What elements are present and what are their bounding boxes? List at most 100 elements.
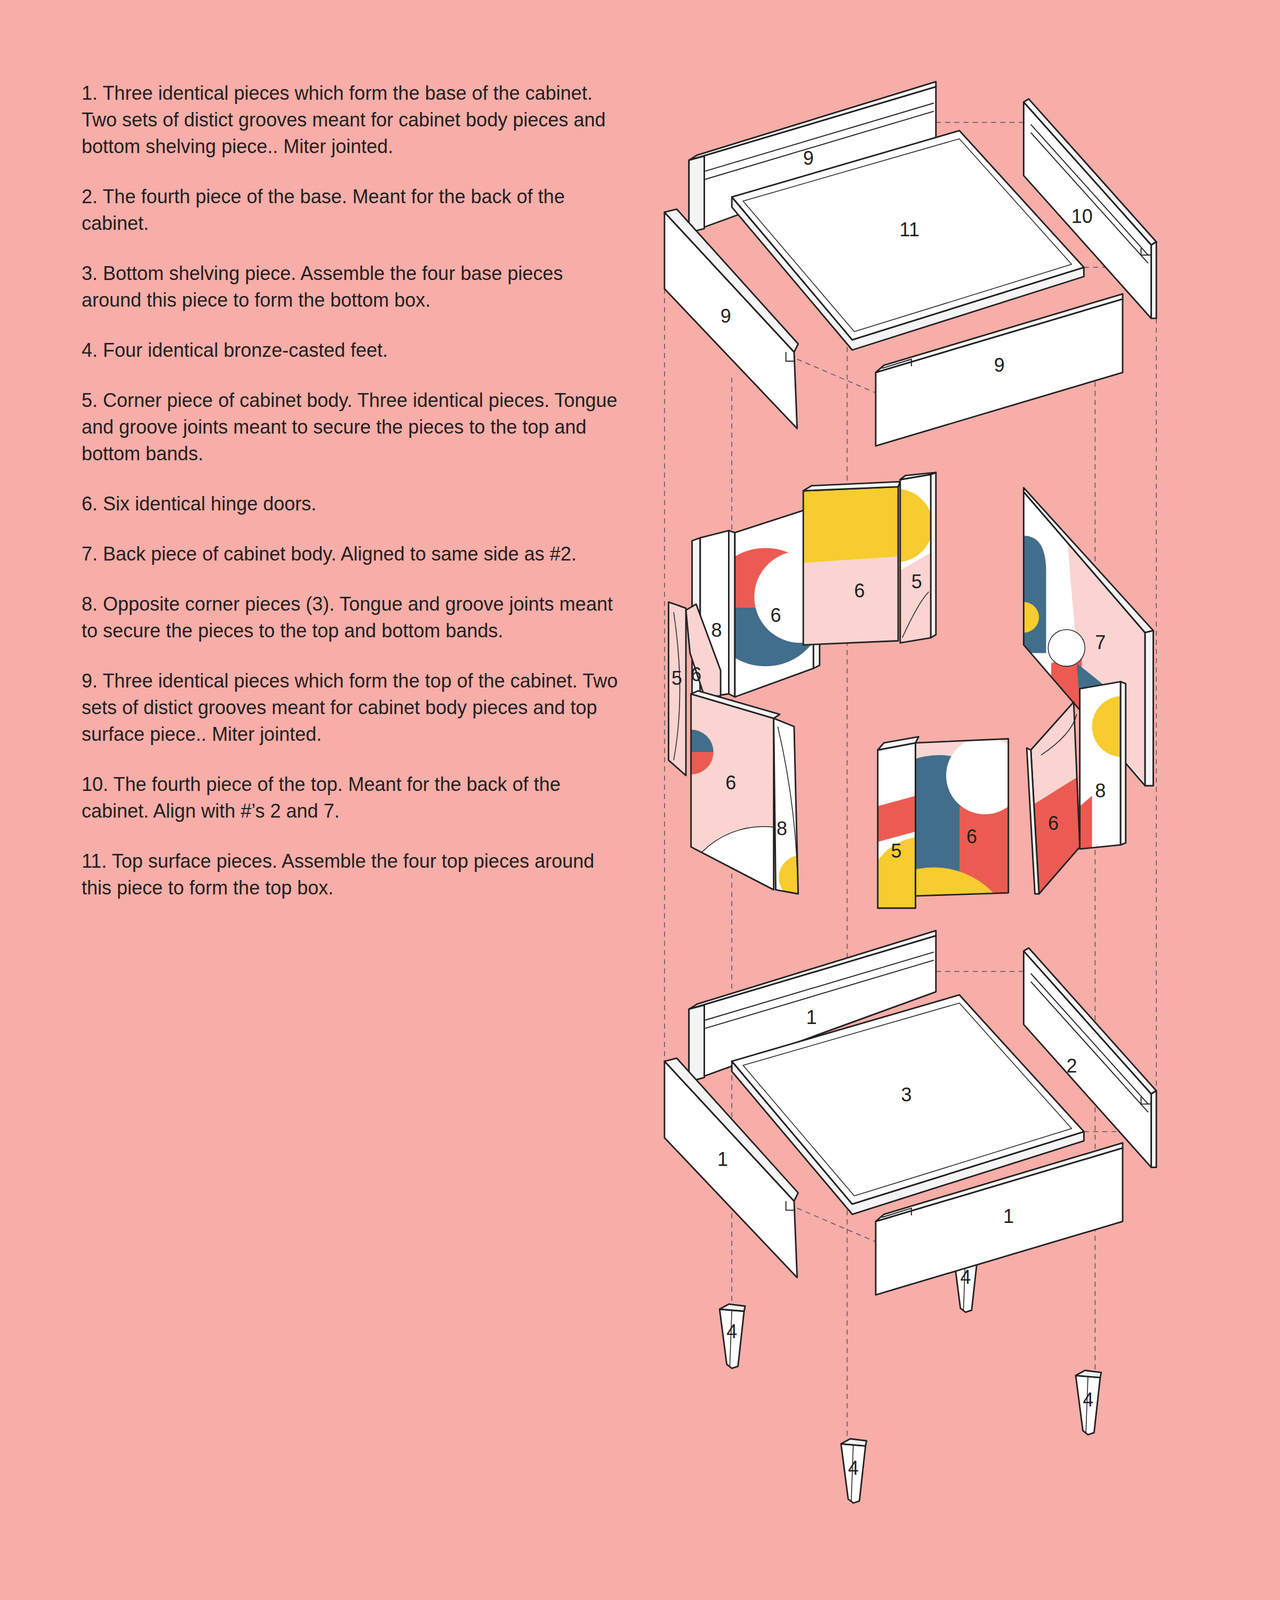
illustration-shape [676, 683, 851, 1000]
instruction-text: 5. Corner piece of cabinet body. Three i… [81, 387, 626, 468]
illustration-shape [719, 1304, 746, 1369]
instruction-text: 10. The fourth piece of the top. Meant f… [81, 771, 626, 825]
illustration-shape [1041, 714, 1077, 756]
instruction-text: 1. Three identical pieces which form the… [81, 80, 626, 160]
callout-number: 3 [900, 1084, 912, 1106]
callout-number: 10 [1071, 205, 1093, 228]
callout-number: 4 [960, 1266, 971, 1288]
callout-number: 6 [966, 826, 978, 848]
illustration-shape [852, 734, 1024, 1031]
illustration-shape [1076, 678, 1154, 852]
illustration-shape [900, 472, 936, 480]
instruction-text: 11. Top surface pieces. Assemble the fou… [81, 848, 626, 902]
illustration-shape [685, 604, 721, 696]
illustration-shape [778, 854, 824, 900]
illustration-shape [691, 693, 774, 890]
illustration-shape [930, 472, 936, 638]
cabinet-body [663, 469, 1154, 1031]
illustration-shape [1025, 693, 1087, 899]
illustration-shape [770, 714, 824, 900]
illustration-shape [691, 729, 714, 752]
illustration-shape [946, 736, 1024, 814]
feet [719, 1248, 1102, 1503]
illustration-shape [664, 81, 1157, 446]
callout-number: 6 [725, 772, 736, 794]
illustration-shape [852, 867, 1016, 1031]
illustration-shape [1120, 681, 1126, 845]
callout-number: 8 [1094, 780, 1106, 802]
illustration-shape [841, 1438, 867, 1504]
instruction-text: 8. Opposite corner pieces (3). Tongue an… [81, 590, 626, 645]
illustration-shape [1145, 630, 1154, 786]
callout-number: 1 [1003, 1205, 1014, 1228]
callout-number: 11 [899, 219, 920, 241]
illustration-shape [859, 469, 939, 648]
illustration-shape [1023, 535, 1046, 653]
illustration-shape [902, 592, 930, 638]
bottom-box [664, 930, 1157, 1295]
illustration-shape [728, 530, 735, 698]
illustration-shape [664, 930, 1157, 1295]
callout-number: 9 [803, 147, 814, 170]
instruction-text: 3. Bottom shelving piece. Assemble the f… [81, 260, 626, 314]
callout-number: 6 [853, 580, 865, 602]
illustration-shape [1026, 747, 1039, 894]
top-box [664, 81, 1157, 446]
illustration-shape [877, 795, 916, 842]
illustration-shape [877, 736, 919, 750]
callout-number: 9 [720, 305, 732, 327]
instructions-column: 1. Three identical pieces which form the… [81, 80, 626, 925]
callout-number: 4 [848, 1457, 859, 1479]
illustration-shape [859, 488, 933, 563]
illustration-shape [1030, 701, 1080, 894]
callout-number: 4 [726, 1321, 738, 1343]
instruction-text: 9. Three identical pieces which form the… [81, 667, 626, 748]
illustration-shape [915, 738, 1009, 896]
instruction-text: 6. Six identical hinge doors. [81, 490, 626, 518]
illustration-shape [796, 479, 904, 564]
illustration-shape [1023, 488, 1154, 634]
illustration-shape [898, 550, 934, 643]
illustration-shape [731, 994, 1084, 1214]
illustration-shape [797, 358, 876, 393]
callout-number: 4 [1082, 1389, 1094, 1411]
illustration-shape [668, 602, 687, 776]
instruction-text: 2. The fourth piece of the base. Meant f… [81, 183, 626, 237]
instruction-text: 4. Four identical bronze-casted feet. [81, 337, 626, 364]
illustration-shape [773, 718, 799, 894]
callout-number: 2 [1066, 1055, 1078, 1077]
illustration-shape [1048, 629, 1085, 667]
callout-number: 8 [776, 818, 788, 840]
illustration-shape [1080, 681, 1122, 850]
illustration-shape [936, 971, 1024, 973]
illustration-shape [664, 288, 666, 1067]
callout-number: 9 [994, 354, 1005, 376]
callout-number: 7 [1094, 632, 1106, 654]
illustration-shape [877, 742, 916, 909]
illustration-shape [936, 122, 1024, 124]
illustration-shape [803, 481, 901, 491]
illustration-shape [803, 486, 899, 646]
callout-number: 1 [717, 1148, 728, 1171]
callout-number: 6 [1048, 812, 1059, 835]
illustration-shape [796, 479, 909, 653]
callout-number: 5 [890, 840, 902, 862]
callout-number: 5 [671, 667, 683, 690]
illustration-shape [797, 1208, 876, 1242]
callout-number: 1 [805, 1006, 817, 1029]
illustration-shape [1155, 318, 1157, 1098]
illustration-shape [1080, 795, 1093, 849]
illustration-shape [900, 474, 931, 644]
illustration-shape [796, 479, 909, 653]
callout-number: 6 [690, 664, 702, 686]
callout-number: 5 [911, 571, 923, 593]
illustration-shape [1075, 1370, 1102, 1436]
illustration-shape [1025, 693, 1087, 899]
illustration-shape [731, 130, 1084, 350]
illustration-shape [691, 752, 714, 775]
callout-number: 6 [770, 604, 781, 627]
callout-number: 8 [710, 619, 722, 642]
illustration-shape [734, 507, 814, 698]
instruction-text: 7. Back piece of cabinet body. Aligned t… [81, 540, 626, 568]
illustration-shape [691, 690, 780, 719]
